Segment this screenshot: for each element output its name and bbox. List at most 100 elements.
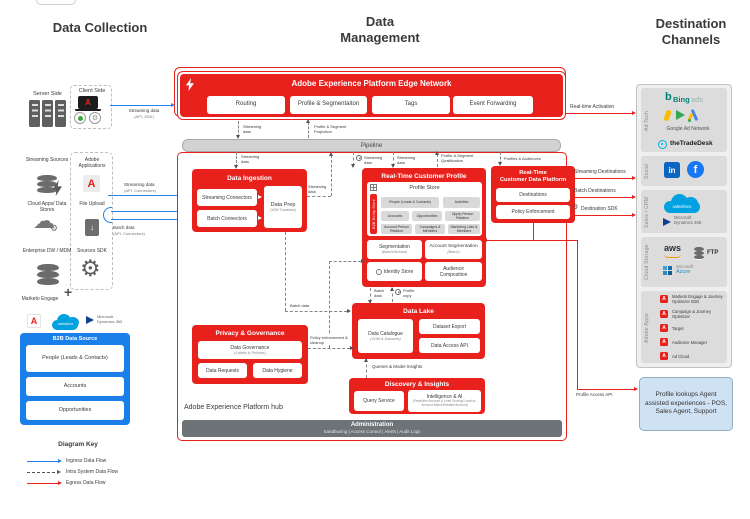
adobe-applications-icon: A — [83, 175, 100, 192]
aws-wordmark: aws — [664, 243, 682, 253]
flow-label: Streaming data — [241, 154, 265, 164]
streaming-connectors-box: Streaming Connectors — [197, 189, 257, 206]
pipeline-bar: Pipeline — [182, 139, 561, 152]
adobe-app-item: Audience Manager — [672, 340, 708, 345]
b2b-item-opportunities: Opportunities — [26, 401, 124, 420]
server-tower-icon — [55, 100, 66, 127]
sources-sdk-group-border — [70, 152, 113, 290]
privacy-governance-title: Privacy & Governance — [215, 330, 285, 337]
arrowhead — [483, 237, 487, 242]
social-card — [641, 156, 727, 186]
file-upload-icon: ↓ — [85, 219, 99, 236]
arrowhead — [235, 135, 240, 139]
egress-label-batch: Batch Destinations — [574, 188, 616, 194]
egress-label-sdk: Destination SDK — [581, 206, 618, 212]
dynamics-icon — [86, 316, 94, 324]
cloud-icon: ☁ — [33, 208, 55, 233]
top-fragment — [36, 0, 76, 5]
edge-box-routing: Routing — [207, 96, 285, 114]
social-label: Social — [644, 163, 650, 179]
edge-box-event-forwarding: Event Forwarding — [453, 96, 533, 114]
profile-lookups-box: Profile lookups Agent assisted experienc… — [639, 377, 733, 431]
azure-label: Microsoft Azure — [676, 264, 694, 276]
data-prep-box: Data Prep (XDM Translator) — [264, 186, 302, 228]
arrowhead — [328, 152, 333, 156]
aep-hub-label: Adobe Experience Platform hub — [184, 404, 283, 411]
client-side-group-border — [70, 85, 112, 129]
flow-line-intra — [308, 122, 309, 138]
flow-line-intra — [329, 261, 361, 262]
pipeline-label: Pipeline — [360, 142, 383, 149]
data-governance-box: Data Governance (Labels & Policies) — [198, 341, 302, 359]
b2b-entity-store-strip: B2B Entity Store — [370, 194, 377, 234]
chip-people: People (Leads & Contacts) — [381, 197, 439, 208]
file-upload-label: File Upload — [79, 201, 105, 207]
flow-label: Batch data — [374, 288, 385, 298]
profile-store-label: Profile Store — [409, 185, 440, 191]
bing-icon: b — [665, 91, 672, 103]
adobe-app-item: Marketo Engage & Journey Optimizer B2B — [672, 294, 723, 305]
destinations-box: Destinations — [496, 188, 570, 202]
administration-items: Sandboxing | Access Control | Alerts | A… — [323, 429, 421, 434]
linkedin-icon: in — [664, 162, 680, 178]
adobe-a-icon: A — [660, 324, 668, 332]
flow-label: Batch data — [290, 303, 320, 308]
sales-crm-label: Sales / CRM — [644, 196, 650, 228]
header-data-management: Data Management — [340, 14, 420, 46]
bing-wordmark: Bing — [673, 95, 690, 104]
flow-line-intra — [307, 196, 331, 197]
arrowhead — [434, 151, 439, 155]
server-side-label: Server Side — [33, 91, 62, 97]
arrowhead — [57, 469, 61, 474]
lightning-icon — [53, 180, 62, 196]
flow-label: Queries & Model Insights — [372, 364, 442, 370]
flow-line-intra — [353, 152, 354, 166]
flow-line-intra — [285, 232, 286, 311]
query-service-box: Query Service — [354, 391, 404, 411]
server-icon — [29, 100, 69, 128]
adobe-a-icon: A — [660, 338, 668, 346]
facebook-icon: f — [687, 161, 704, 178]
flow-line-egress — [575, 178, 632, 179]
flow-line-egress — [577, 389, 634, 390]
arrowhead — [389, 287, 394, 291]
dynamics-label: Microsoft Dynamics 365 — [674, 215, 702, 226]
adobe-a-icon: A — [660, 295, 668, 303]
arrowhead — [367, 300, 372, 304]
marketo-icon: A — [27, 314, 41, 328]
profile-store-icon — [370, 184, 377, 191]
cloud-storage-label: Cloud Storage — [644, 244, 650, 280]
stream-conn-label: Streaming data (API, Connectors) — [124, 182, 156, 193]
edge-box-tags: Tags — [372, 96, 450, 114]
b2b-title: B2B Data Source — [52, 336, 98, 342]
ingress-merge-bracket — [103, 207, 112, 223]
flow-line-intra — [393, 152, 394, 166]
chip-marketing-lists: Marketing Lists & Members — [448, 224, 480, 234]
edge-network-title: Adobe Experience Platform Edge Network — [291, 79, 452, 88]
adobe-a-icon: A — [660, 310, 668, 318]
audience-composition-box: Audience Composition — [425, 262, 482, 281]
data-ingestion-title: Data Ingestion — [227, 175, 272, 182]
laptop-base-icon — [75, 109, 101, 111]
server-tower-icon — [29, 100, 40, 127]
enterprise-db-icon — [37, 264, 59, 286]
account-segmentation-box: Account Segmentation (Batch) — [425, 240, 482, 259]
sdk-gear-icon: ⚙ — [80, 255, 101, 281]
key-egress-label: Egress Data Flow — [66, 480, 106, 486]
server-tower-icon — [42, 100, 53, 127]
batch-conn-label: Batch data (API, Connectors) — [113, 225, 145, 236]
flow-line-intra — [500, 152, 501, 164]
edge-box-profile-segmentation: Profile & Segmentaiton — [290, 96, 367, 114]
flow-label: Policy enforcement & cleanup — [310, 335, 350, 345]
tradedesk-icon — [658, 140, 667, 149]
ftp-label: FTP — [707, 250, 719, 256]
gear-icon: ⚙ — [572, 204, 579, 211]
cloud-storage-card — [641, 237, 727, 287]
egress-label-streaming: Streaming Destinations — [574, 169, 626, 175]
administration-bar — [182, 420, 562, 437]
egress-label-profile-api: Profile Access API — [576, 392, 613, 397]
flow-line-ingress — [108, 195, 189, 196]
arrowhead — [305, 119, 310, 123]
egress-label-realtime: Real-time Activation — [570, 104, 615, 110]
